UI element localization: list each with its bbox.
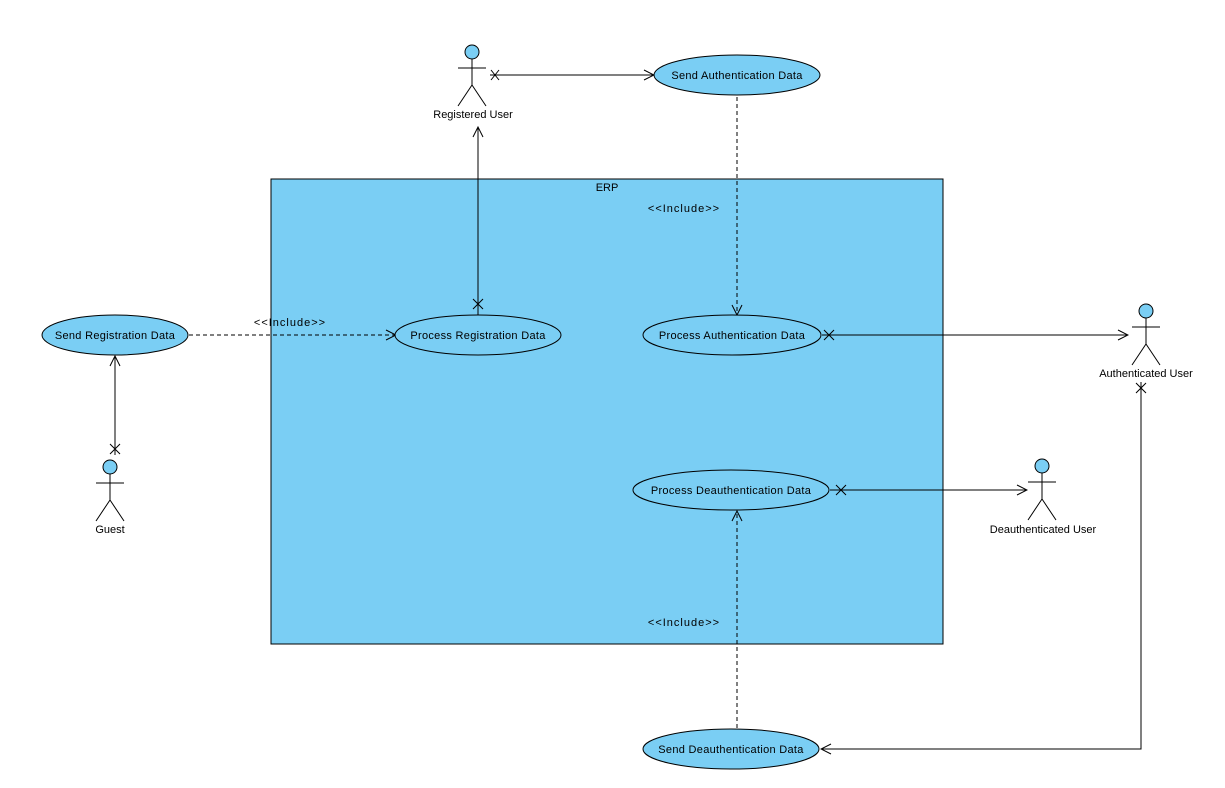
use-case-shape [642,314,822,356]
use-case-shape [632,469,830,511]
actor-head [1138,303,1154,319]
actor-head [1034,458,1050,474]
use-case-send-deauthentication[interactable]: Send Deauthentication Data [642,728,820,770]
system-label: ERP [596,182,619,194]
actor-guest[interactable]: Guest [95,459,125,536]
system-box [270,178,944,645]
actor-leg-left [1027,498,1043,521]
actor-label: Authenticated User [1099,368,1193,380]
use-case-send-authentication[interactable]: Send Authentication Data [653,54,821,96]
actor-leg-left [457,84,473,107]
include-label-top: <<Include>> [648,203,720,215]
assoc-end-cross [472,298,484,310]
assoc-end-cross [109,443,121,455]
use-case-shape [394,314,562,356]
connectors [109,69,1147,749]
use-case-process-deauthentication[interactable]: Process Deauthentication Data [632,469,830,511]
actor-leg-left [1131,343,1147,366]
use-case-label: Send Authentication Data [671,70,803,82]
assoc-end-cross [823,329,835,341]
include-label-left: <<Include>> [254,317,326,329]
actor-leg-right [1041,498,1057,521]
use-case-label: Send Deauthentication Data [658,744,804,756]
use-case-shape [41,314,189,356]
assoc-end-cross [835,484,847,496]
use-case-process-registration[interactable]: Process Registration Data [394,314,562,356]
assoc-end-cross [490,69,500,81]
actor-deauthenticated-user[interactable]: Deauthenticated User [990,458,1097,536]
actor-label: Registered User [433,109,513,121]
include-label-bottom: <<Include>> [648,617,720,629]
use-case-label: Send Registration Data [55,330,176,342]
actor-registered-user[interactable]: Registered User [433,44,513,121]
system-boundary: ERP [270,178,944,645]
actor-leg-left [95,499,111,522]
actor-head [102,459,118,475]
actor-head [464,44,480,60]
use-case-shape [653,54,821,96]
actor-leg-right [1145,343,1161,366]
assoc-end-cross [1135,382,1147,394]
actor-leg-right [109,499,125,522]
use-case-send-registration[interactable]: Send Registration Data [41,314,189,356]
actor-label: Guest [95,524,124,536]
use-case-shape [642,728,820,770]
assoc-authenticated-to-send-deauth [821,382,1142,749]
actor-authenticated-user[interactable]: Authenticated User [1099,303,1193,380]
actor-label: Deauthenticated User [990,524,1097,536]
use-case-label: Process Authentication Data [659,330,806,342]
use-case-label: Process Deauthentication Data [651,485,812,497]
use-case-label: Process Registration Data [410,330,546,342]
use-case-process-authentication[interactable]: Process Authentication Data [642,314,822,356]
actor-leg-right [471,84,487,107]
